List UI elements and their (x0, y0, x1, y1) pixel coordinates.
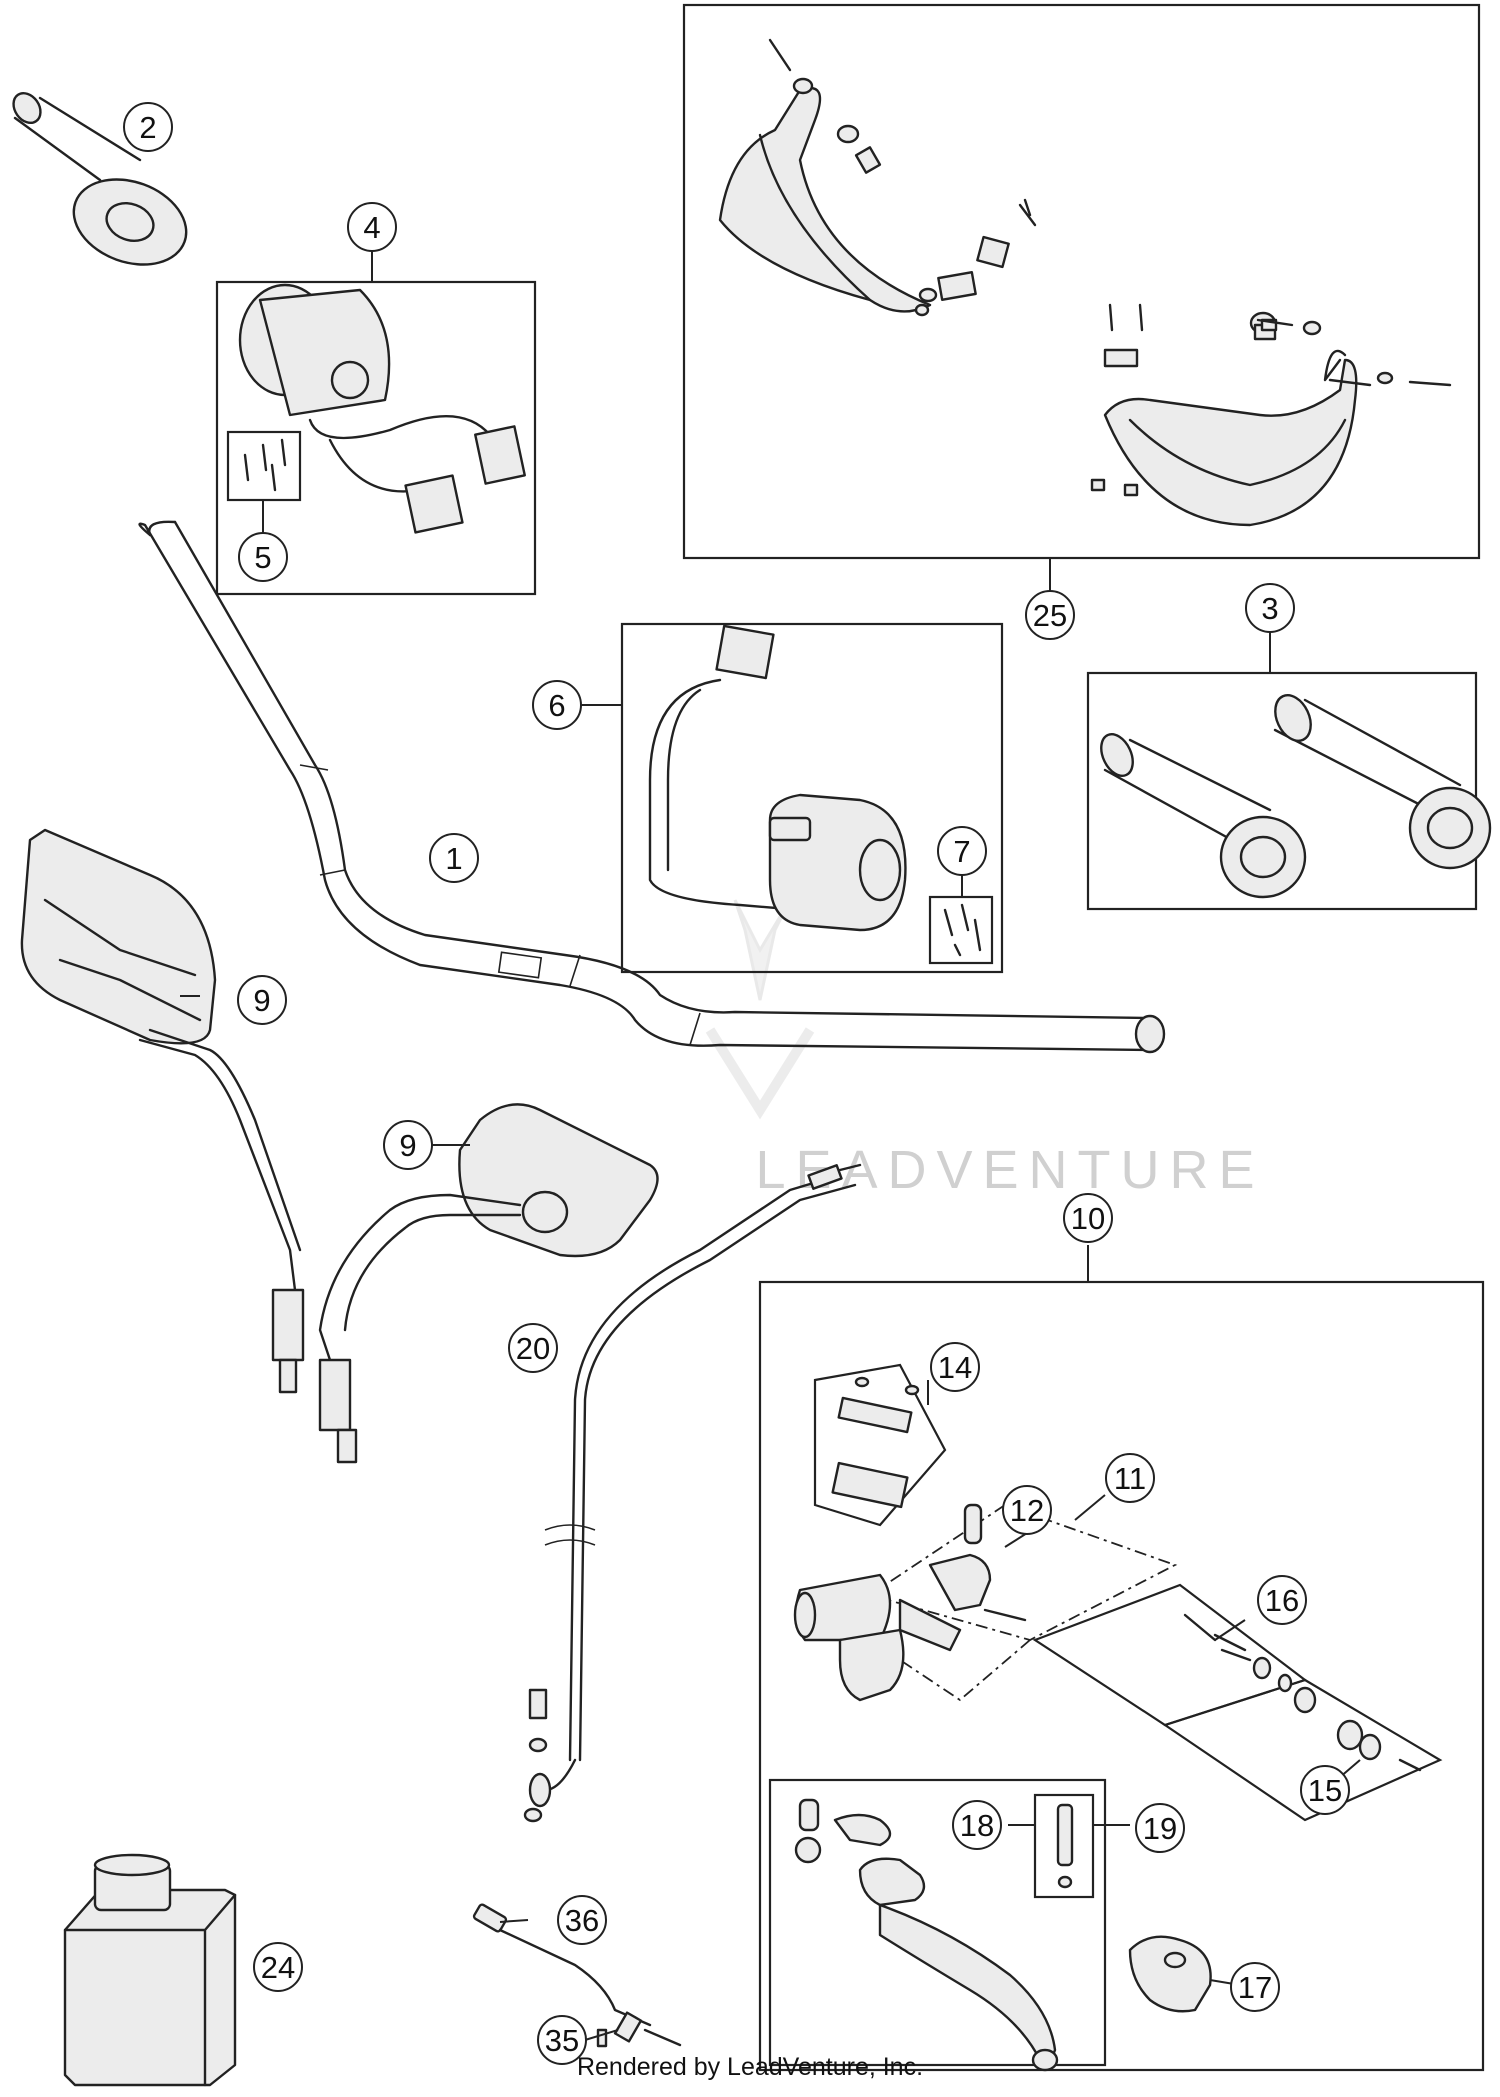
reservoir-cover-set[interactable] (813, 1363, 947, 1527)
handguard-kit-box (682, 3, 1481, 560)
callout-9-right: 9 (383, 1120, 433, 1170)
grip-set[interactable] (1095, 689, 1492, 899)
callout-12: 12 (1002, 1485, 1052, 1535)
callout-36: 36 (557, 1895, 607, 1945)
callout-35: 35 (537, 2015, 587, 2065)
callout-4: 4 (347, 202, 397, 252)
callout-7: 7 (937, 826, 987, 876)
callout-24: 24 (253, 1942, 303, 1992)
lever-pin[interactable] (1056, 1803, 1074, 1889)
right-screw-set-box (928, 895, 994, 965)
switch-left-box (215, 280, 537, 596)
callout-10: 10 (1063, 1193, 1113, 1243)
callout-10-label: 10 (1071, 1201, 1105, 1236)
callout-11: 11 (1105, 1453, 1155, 1503)
callout-17: 17 (1230, 1962, 1280, 2012)
callout-15-label: 15 (1308, 1773, 1342, 1808)
callout-4-label: 4 (363, 210, 380, 245)
callout-20: 20 (508, 1323, 558, 1373)
brake-line[interactable] (523, 1163, 862, 1823)
brake-light-switch[interactable] (472, 1903, 682, 2048)
callout-9-right-label: 9 (399, 1128, 416, 1163)
callout-20-label: 20 (516, 1331, 550, 1366)
footer-credit: Rendered by LeadVenture, Inc. (577, 2053, 923, 2081)
left-handguard[interactable] (718, 38, 1037, 317)
callout-35-label: 35 (545, 2023, 579, 2058)
callout-5-label: 5 (254, 540, 271, 575)
watermark-logo (705, 899, 815, 1120)
brake-fluid-bottle[interactable] (63, 1853, 237, 2087)
callout-3: 3 (1245, 583, 1295, 633)
callout-36-label: 36 (565, 1903, 599, 1938)
callout-25: 25 (1025, 590, 1075, 640)
callout-1: 1 (429, 833, 479, 883)
callout-16-label: 16 (1265, 1583, 1299, 1618)
right-mirror[interactable] (318, 1103, 659, 1464)
callout-19-label: 19 (1143, 1811, 1177, 1846)
lever-cover[interactable] (1128, 1935, 1212, 2013)
callout-19: 19 (1135, 1803, 1185, 1853)
lever-kit-box (768, 1778, 1107, 2067)
pin-set-box (1033, 1793, 1095, 1899)
right-handguard[interactable] (1090, 303, 1452, 527)
switch-right-box (620, 622, 1004, 974)
callout-14: 14 (930, 1342, 980, 1392)
brake-master-cylinder-box (758, 1280, 1485, 2072)
callout-7-label: 7 (953, 834, 970, 869)
left-handlebar-switch[interactable] (238, 283, 526, 534)
callout-24-label: 24 (261, 1950, 295, 1985)
left-mirror[interactable] (20, 828, 305, 1394)
callout-6: 6 (532, 680, 582, 730)
right-handlebar-switch[interactable] (648, 624, 907, 932)
callout-18: 18 (952, 1800, 1002, 1850)
switch-screws[interactable] (243, 438, 287, 492)
callout-25-label: 25 (1033, 598, 1067, 633)
callout-3-label: 3 (1261, 591, 1278, 626)
callout-18-label: 18 (960, 1808, 994, 1843)
callout-12-label: 12 (1010, 1493, 1044, 1528)
right-switch-screws[interactable] (943, 903, 982, 957)
callout-9-left-label: 9 (253, 983, 270, 1018)
callout-1-label: 1 (445, 841, 462, 876)
callout-2: 2 (123, 102, 173, 152)
brake-lever[interactable] (794, 1798, 1059, 2072)
grip-set-box (1086, 671, 1478, 911)
callout-2-label: 2 (139, 110, 156, 145)
callout-6-label: 6 (548, 688, 565, 723)
callout-11-label: 11 (1114, 1461, 1146, 1496)
callout-15: 15 (1300, 1765, 1350, 1815)
callout-9-left: 9 (237, 975, 287, 1025)
screw-set-box (226, 430, 302, 502)
callout-16: 16 (1257, 1575, 1307, 1625)
master-cylinder[interactable] (793, 1503, 1178, 1702)
left-grip[interactable] (8, 88, 198, 279)
handlebar[interactable] (138, 520, 1166, 1054)
callout-14-label: 14 (938, 1350, 972, 1385)
callout-17-label: 17 (1238, 1970, 1272, 2005)
callout-5: 5 (238, 532, 288, 582)
piston-kit[interactable] (1032, 1583, 1443, 1822)
